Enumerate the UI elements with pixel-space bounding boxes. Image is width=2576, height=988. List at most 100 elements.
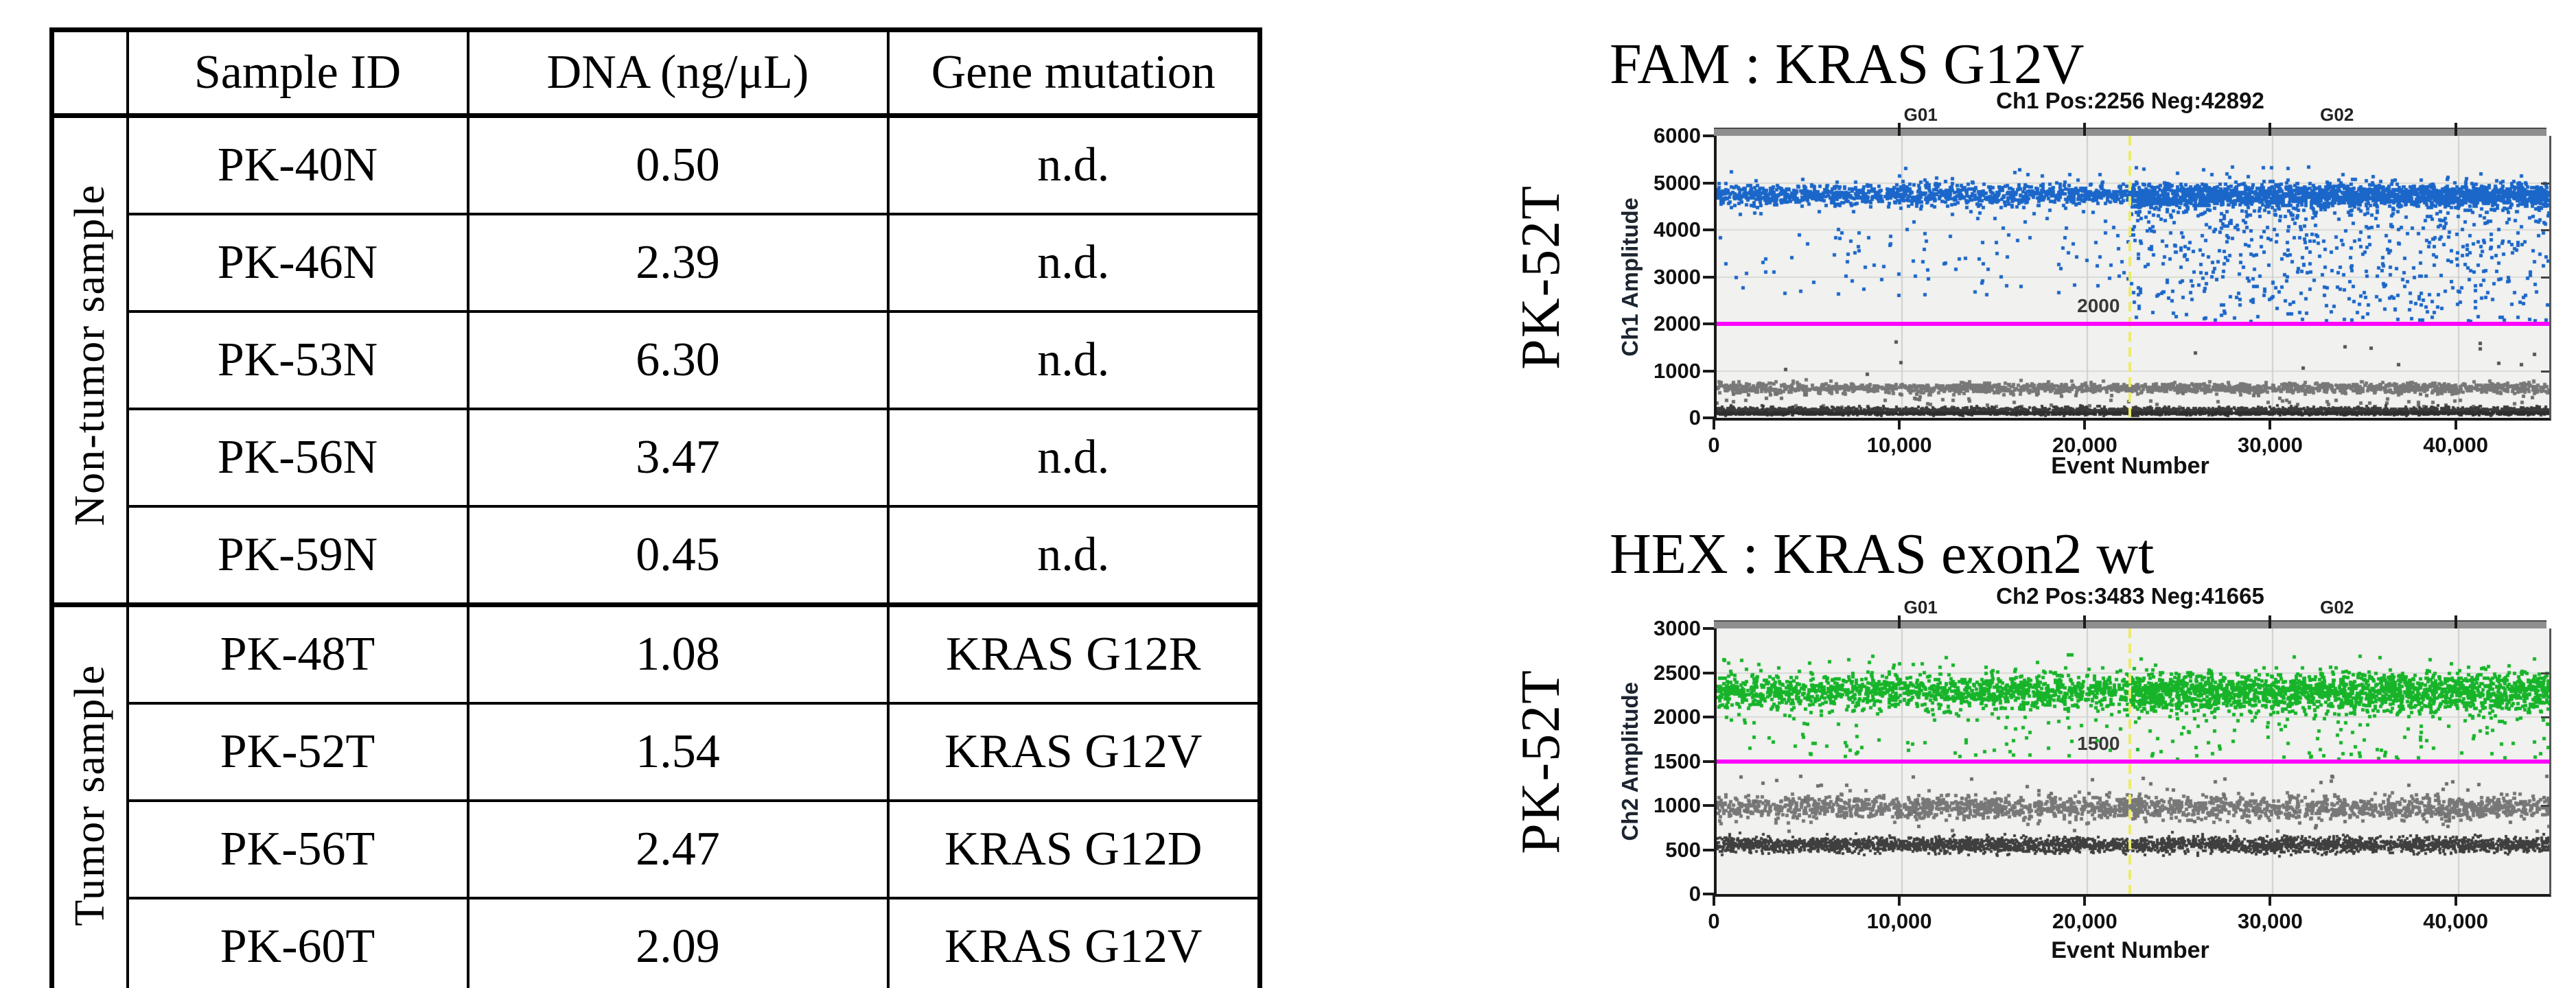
row-group-label-text: Non-tumor sample xyxy=(67,183,114,526)
y-tick-mark xyxy=(1703,760,1714,763)
fam-x-axis-title: Event Number xyxy=(2051,453,2209,479)
x-tick-mark xyxy=(2083,418,2087,430)
right-edge-tick xyxy=(2541,672,2549,674)
well-strip-tick xyxy=(2454,615,2457,634)
fam-well-strip xyxy=(1714,123,2546,141)
cell-dna: 0.50 xyxy=(466,113,890,215)
well-label-g02: G02 xyxy=(2320,597,2354,618)
well-strip-tick xyxy=(2083,615,2087,634)
cell-gene: n.d. xyxy=(886,213,1262,313)
cell-dna: 1.54 xyxy=(466,702,890,802)
y-tick-mark xyxy=(1703,275,1714,279)
right-edge-tick xyxy=(2541,276,2549,279)
y-tick-mark xyxy=(1703,804,1714,807)
fam-threshold-label: 2000 xyxy=(2077,295,2120,316)
well-strip-tick xyxy=(1898,123,1901,141)
right-edge-tick xyxy=(2541,229,2549,231)
fam-threshold-line xyxy=(1717,322,2549,326)
x-tick-label: 20,000 xyxy=(2052,433,2117,457)
sample-table: Sample ID DNA (ng/μL) Gene mutation Non-… xyxy=(49,27,1262,988)
row-group-label: Non-tumor sample xyxy=(50,113,129,607)
x-tick-mark xyxy=(2083,894,2087,906)
hex-threshold-label: 1500 xyxy=(2077,732,2120,754)
row-group-label-text: Tumor sample xyxy=(67,664,114,926)
fam-stats-line: Ch1 Pos:2256 Neg:42892 xyxy=(1996,88,2264,113)
well-strip-tick xyxy=(2083,123,2087,141)
y-tick-label: 1500 xyxy=(1653,749,1701,773)
table-header-row: Sample ID DNA (ng/μL) Gene mutation xyxy=(50,28,1262,118)
y-tick-label: 0 xyxy=(1689,405,1701,430)
well-label-g02: G02 xyxy=(2320,104,2354,125)
x-tick-label: 10,000 xyxy=(1866,909,1932,933)
cell-sample-id: PK-56T xyxy=(126,799,469,899)
x-tick-mark xyxy=(1713,418,1715,430)
cell-gene: n.d. xyxy=(886,505,1262,607)
column-header-gene-mutation: Gene mutation xyxy=(886,28,1262,118)
column-header-sample-id: Sample ID xyxy=(126,28,469,118)
fam-well-divider-line xyxy=(2128,136,2132,418)
cell-gene: KRAS G12D xyxy=(886,799,1262,899)
y-tick-label: 2000 xyxy=(1653,705,1701,729)
cell-dna: 3.47 xyxy=(466,408,890,508)
y-tick-label: 3000 xyxy=(1653,616,1701,640)
x-tick-mark xyxy=(2268,894,2272,906)
fam-sample-label: PK-52T xyxy=(1511,184,1571,370)
x-tick-mark xyxy=(2454,894,2457,906)
y-tick-label: 3000 xyxy=(1653,264,1701,289)
well-strip-tick xyxy=(2454,123,2457,141)
x-tick-label: 20,000 xyxy=(2052,909,2117,933)
cell-gene: KRAS G12V xyxy=(886,702,1262,802)
y-tick-label: 500 xyxy=(1665,837,1701,862)
x-tick-mark xyxy=(2268,418,2272,430)
y-tick-mark xyxy=(1703,322,1714,325)
cell-sample-id: PK-53N xyxy=(126,310,469,410)
y-tick-mark xyxy=(1703,134,1714,137)
right-edge-tick xyxy=(2541,849,2549,851)
y-tick-label: 1000 xyxy=(1653,358,1701,383)
well-label-g01: G01 xyxy=(1903,597,1938,618)
cell-sample-id: PK-40N xyxy=(126,113,469,215)
fam-chart-title: FAM : KRAS G12V xyxy=(1610,32,2085,96)
table-corner-cell xyxy=(50,28,129,118)
x-tick-label: 30,000 xyxy=(2238,433,2303,457)
well-strip-tick xyxy=(1898,615,1901,634)
hex-well-strip xyxy=(1714,615,2546,634)
x-tick-label: 30,000 xyxy=(2238,909,2303,933)
row-group-label: Tumor sample xyxy=(50,602,129,988)
x-tick-label: 40,000 xyxy=(2423,909,2489,933)
y-tick-label: 0 xyxy=(1689,882,1701,906)
y-tick-mark xyxy=(1703,893,1714,895)
x-tick-mark xyxy=(1898,894,1901,906)
cell-dna: 2.39 xyxy=(466,213,890,313)
x-tick-mark xyxy=(1898,418,1901,430)
y-tick-label: 5000 xyxy=(1653,170,1701,195)
cell-sample-id: PK-56N xyxy=(126,408,469,508)
y-tick-mark xyxy=(1703,716,1714,718)
right-edge-tick xyxy=(2541,370,2549,373)
cell-sample-id: PK-60T xyxy=(126,897,469,988)
y-tick-label: 2500 xyxy=(1653,660,1701,685)
cell-dna: 2.09 xyxy=(466,897,890,988)
x-tick-mark xyxy=(2454,418,2457,430)
right-edge-tick xyxy=(2541,716,2549,718)
y-tick-mark xyxy=(1703,181,1714,185)
well-label-g01: G01 xyxy=(1903,104,1938,125)
cell-sample-id: PK-46N xyxy=(126,213,469,313)
y-tick-label: 2000 xyxy=(1653,311,1701,336)
y-tick-mark xyxy=(1703,627,1714,630)
y-tick-mark xyxy=(1703,416,1714,419)
cell-dna: 2.47 xyxy=(466,799,890,899)
y-tick-label: 6000 xyxy=(1653,124,1701,148)
cell-gene: n.d. xyxy=(886,113,1262,215)
cell-sample-id: PK-48T xyxy=(126,602,469,705)
cell-dna: 6.30 xyxy=(466,310,890,410)
cell-gene: KRAS G12V xyxy=(886,897,1262,988)
cell-dna: 1.08 xyxy=(466,602,890,705)
y-tick-mark xyxy=(1703,671,1714,674)
hex-scatter-plot: 1500 xyxy=(1714,628,2551,897)
